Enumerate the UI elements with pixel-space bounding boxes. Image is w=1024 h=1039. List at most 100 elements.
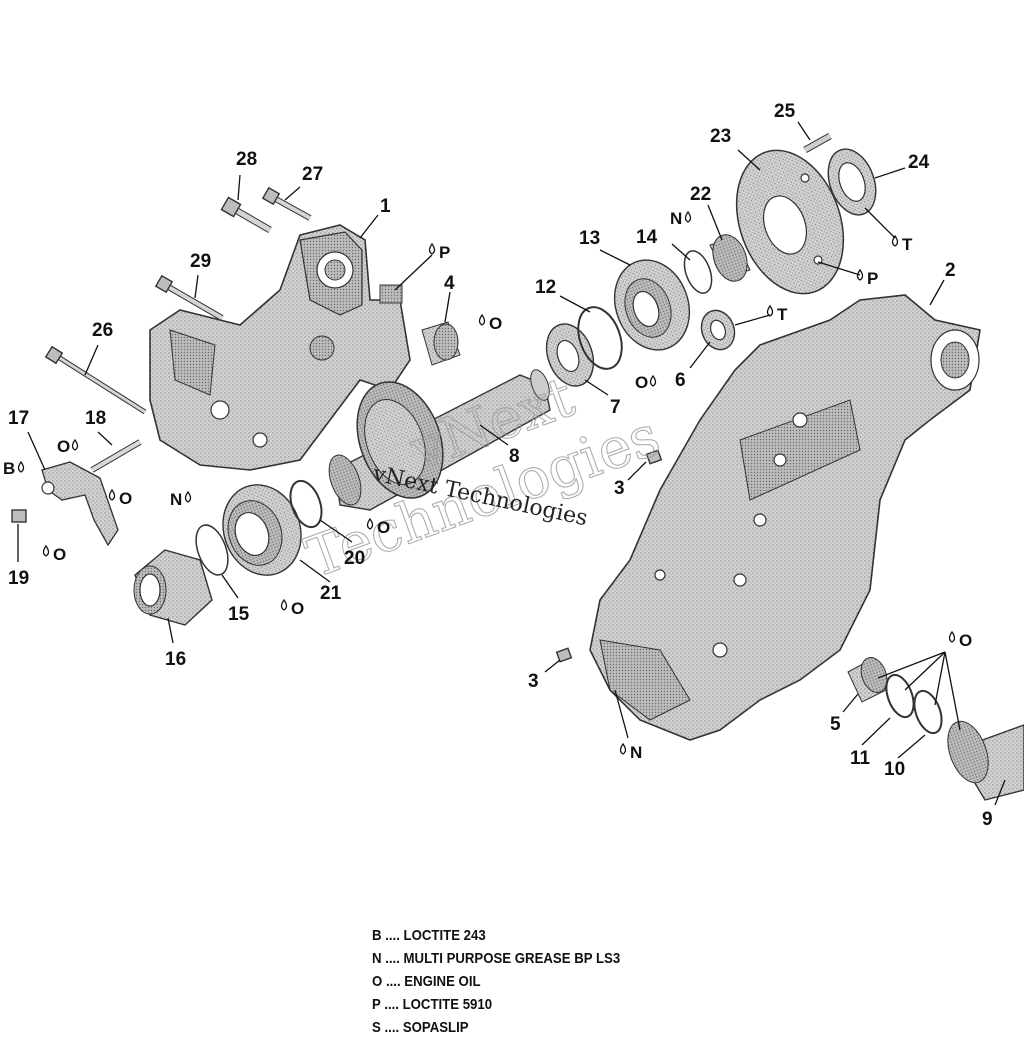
callout-11: 11 <box>850 748 871 769</box>
lube-n-part14: N <box>670 209 692 228</box>
legend-code: S <box>372 1019 381 1036</box>
svg-text:O: O <box>959 631 972 650</box>
callout-18: 18 <box>85 408 106 429</box>
callout-4: 4 <box>444 273 455 294</box>
leader-lines <box>17 121 1006 806</box>
callout-24: 24 <box>908 152 930 173</box>
callout-17: 17 <box>8 408 29 429</box>
legend-separator: .... <box>380 996 403 1013</box>
callout-15: 15 <box>228 604 250 625</box>
legend-separator: .... <box>381 950 404 967</box>
lube-b-part19: B <box>3 459 25 478</box>
svg-text:N: N <box>170 490 182 509</box>
callout-8: 8 <box>509 446 520 467</box>
legend-code: P <box>372 996 381 1013</box>
svg-text:O: O <box>377 518 390 537</box>
needle-bearing-4 <box>421 321 461 366</box>
oil-seal-24 <box>827 148 877 216</box>
callout-20: 20 <box>344 548 365 569</box>
callout-5: 5 <box>830 714 841 735</box>
lube-o-part8: O <box>366 517 390 537</box>
callout-3a: 3 <box>614 478 625 499</box>
legend-row-b: B .... LOCTITE 243 <box>372 924 742 947</box>
callout-26: 26 <box>92 320 113 341</box>
bolt-28 <box>220 196 272 234</box>
lube-t-part24: T <box>891 234 913 254</box>
pin-18 <box>90 439 142 473</box>
legend-label: SOPASLIP <box>402 1019 469 1036</box>
lube-p-part1: P <box>428 242 450 262</box>
legend-row-s: S .... SOPASLIP <box>372 1016 742 1039</box>
legend-code: O <box>372 973 383 990</box>
sleeve-16 <box>133 549 213 626</box>
svg-text:O: O <box>635 373 648 392</box>
cover-plate-23 <box>735 149 845 295</box>
callout-25: 25 <box>774 101 796 122</box>
legend-row-o: O .... ENGINE OIL <box>372 970 742 993</box>
dowel-pin-3a <box>645 449 663 465</box>
bolt-29 <box>154 274 224 321</box>
callout-3b: 3 <box>528 671 539 692</box>
svg-text:T: T <box>777 305 788 324</box>
washer-11 <box>885 673 915 719</box>
o-ring-14 <box>683 250 713 294</box>
svg-text:P: P <box>867 269 878 288</box>
legend-row-n: N .... MULTI PURPOSE GREASE BP LS3 <box>372 947 742 970</box>
legend-label: ENGINE OIL <box>404 973 481 990</box>
lube-o-part18: O <box>57 437 79 456</box>
legend-label: LOCTITE 243 <box>403 927 486 944</box>
callout-6: 6 <box>675 370 686 391</box>
oil-seal-6 <box>700 309 736 351</box>
screw-19 <box>11 509 27 523</box>
bearing-22 <box>709 234 751 282</box>
callout-23: 23 <box>710 126 731 147</box>
lube-o-part21: O <box>280 598 304 618</box>
legend-row-p: P .... LOCTITE 5910 <box>372 993 742 1016</box>
shift-fork-17 <box>41 461 119 547</box>
lube-n-part15: N <box>170 490 192 509</box>
callout-12: 12 <box>535 277 556 298</box>
legend-separator: .... <box>380 1019 403 1036</box>
svg-text:P: P <box>439 243 450 262</box>
legend-label: MULTI PURPOSE GREASE BP LS3 <box>403 950 621 967</box>
lube-t-part6: T <box>766 304 788 324</box>
svg-text:O: O <box>119 489 132 508</box>
left-gearbox-housing <box>149 224 411 471</box>
callout-7: 7 <box>610 397 621 418</box>
svg-text:B: B <box>3 459 15 478</box>
callout-21: 21 <box>320 583 342 604</box>
legend-code: B <box>372 927 382 944</box>
svg-text:O: O <box>57 437 70 456</box>
lubricant-legend: B .... LOCTITE 243 N .... MULTI PURPOSE … <box>372 924 742 1039</box>
bearing-21 <box>222 484 302 576</box>
callout-2: 2 <box>945 260 956 281</box>
right-gearbox-housing <box>589 294 981 741</box>
lube-o-part17-right: O <box>108 488 132 508</box>
callout-13: 13 <box>579 228 600 249</box>
washer-10 <box>913 689 943 735</box>
svg-text:O: O <box>291 599 304 618</box>
dowel-pin-3b <box>555 647 573 663</box>
callout-22: 22 <box>690 184 711 205</box>
svg-text:O: O <box>489 314 502 333</box>
legend-separator: .... <box>382 973 405 990</box>
lube-n-housing: N <box>619 742 642 762</box>
legend-separator: .... <box>381 927 404 944</box>
o-ring-15 <box>195 524 229 576</box>
bolt-26 <box>44 345 147 415</box>
svg-text:T: T <box>902 235 913 254</box>
callout-numbers: 1 2 3 3 4 5 6 7 8 9 10 11 12 13 14 15 16… <box>8 101 993 830</box>
svg-text:O: O <box>53 545 66 564</box>
lube-o-part13: O <box>635 373 657 392</box>
lubricant-symbols: P O N O T P T <box>3 209 972 762</box>
callout-14: 14 <box>636 227 658 248</box>
output-shaft-9 <box>947 720 1024 801</box>
lube-p-part23: P <box>856 268 878 288</box>
lube-o-part5-10-11: O <box>948 630 972 650</box>
callout-28: 28 <box>236 149 257 170</box>
callout-16: 16 <box>165 649 186 670</box>
callout-9: 9 <box>982 809 993 830</box>
callout-27: 27 <box>302 164 323 185</box>
svg-text:N: N <box>630 743 642 762</box>
